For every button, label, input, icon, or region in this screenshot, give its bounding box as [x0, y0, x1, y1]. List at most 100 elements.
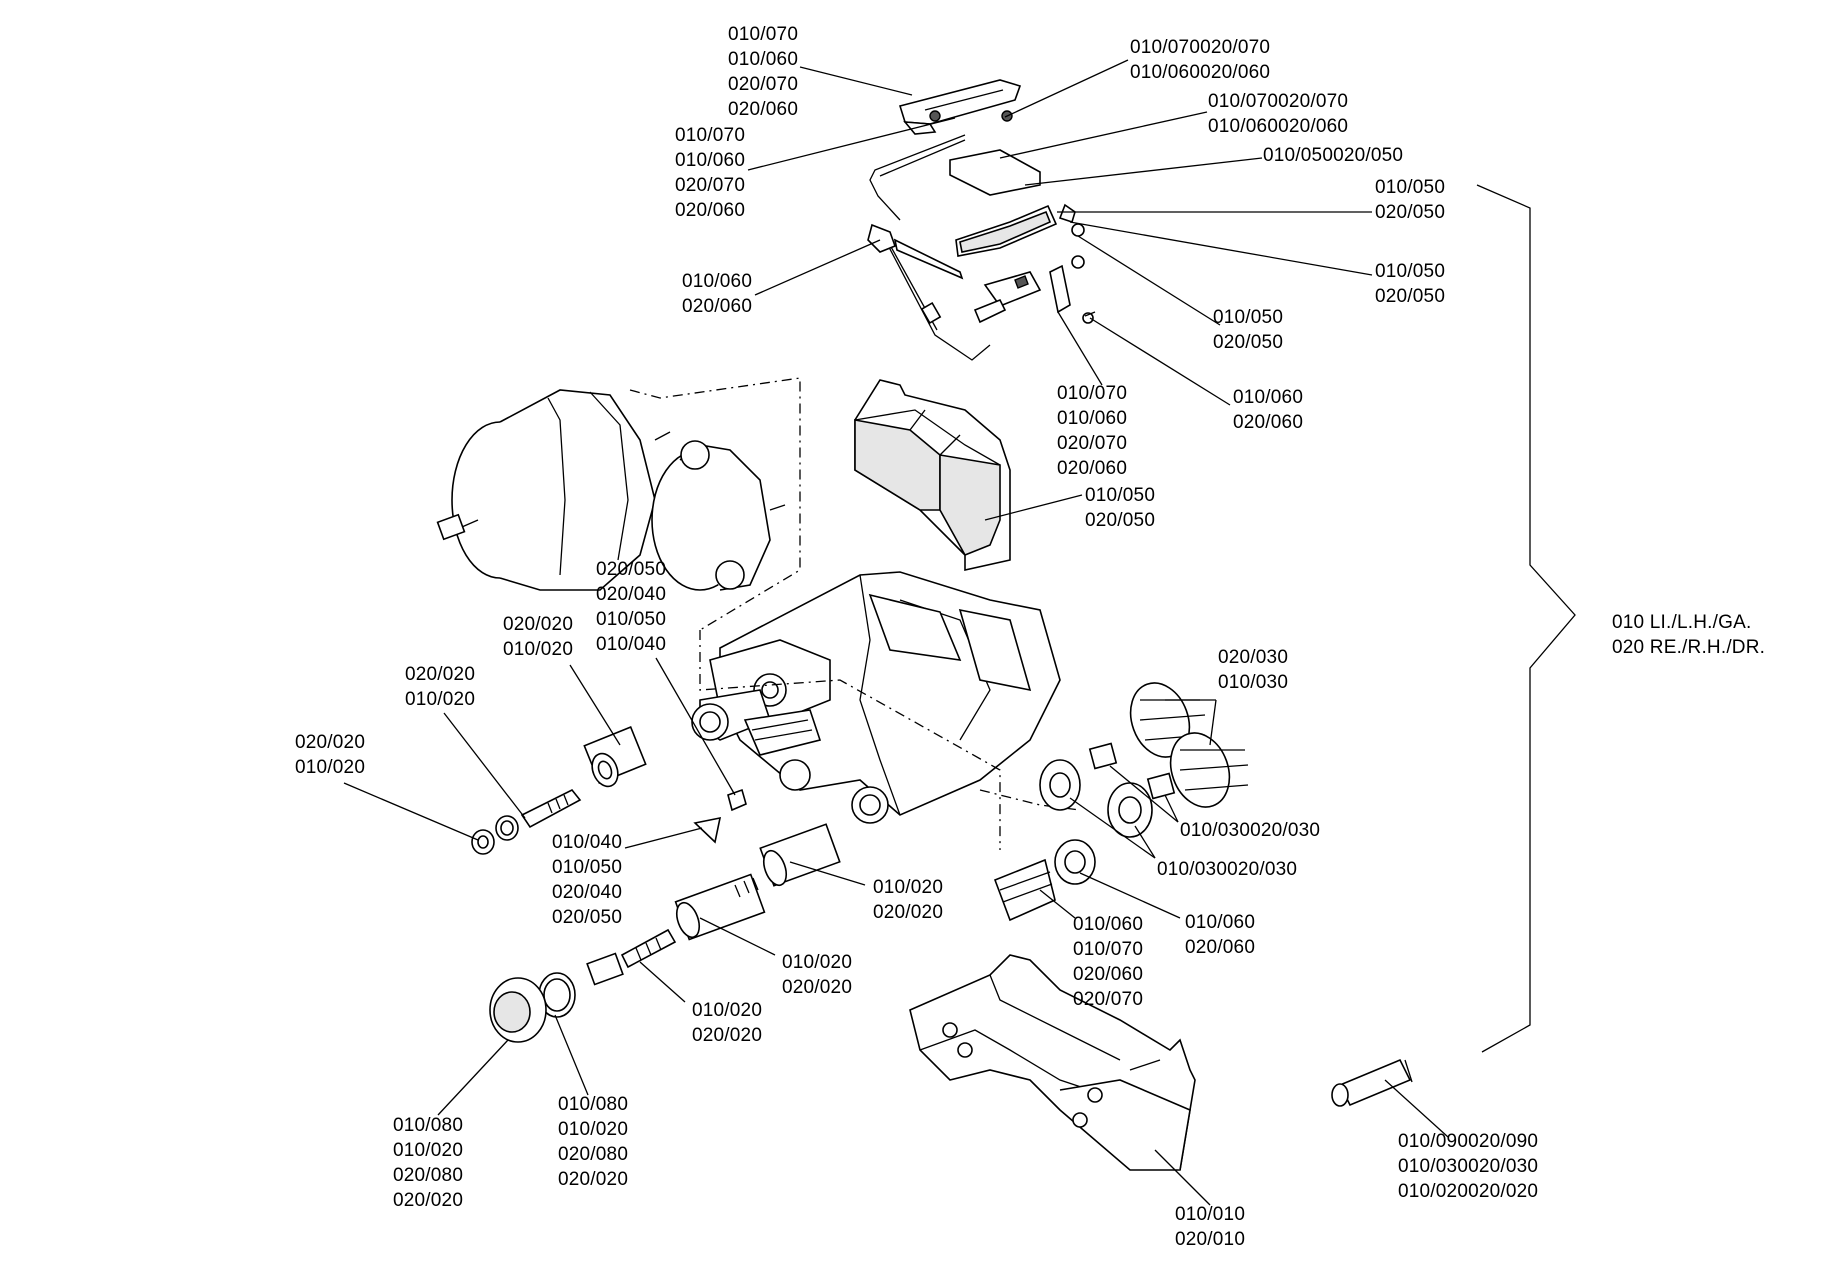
- callout-line: 010/020: [692, 1000, 763, 1021]
- brake-pads-drawing: [854, 379, 1011, 571]
- callout-line: 010/030: [1218, 672, 1289, 693]
- callout-sleeve-long: 010/020 020/020: [782, 950, 852, 1000]
- piston-boots-drawing: [993, 682, 1249, 922]
- callout-line: 010/060: [728, 49, 799, 70]
- callout-line: 020/010: [1175, 1229, 1246, 1250]
- callout-line: 010/090020/090: [1398, 1131, 1539, 1152]
- caliper-carrier-drawing: [909, 954, 1196, 1171]
- callout-line: 010/060020/060: [1130, 62, 1271, 83]
- callout-cap-lower: 010/080 010/020 020/080 020/020: [393, 1113, 463, 1213]
- callout-line: 010/050: [1375, 261, 1446, 282]
- pad-spring-drawing: [949, 149, 1058, 257]
- callout-line: 020/080: [558, 1144, 629, 1165]
- callout-line: 020/060: [1073, 964, 1144, 985]
- callout-line: 020/060: [682, 296, 753, 317]
- callout-cable: 010/070 010/060 020/070 020/060: [675, 123, 745, 223]
- callout-line: 020 RE./R.H./DR.: [1612, 637, 1766, 658]
- callout-line: 020/060: [1185, 937, 1256, 958]
- callout-washer: 010/050 020/050: [1213, 305, 1283, 355]
- grease-tube-drawing: [1331, 1058, 1413, 1107]
- callout-cap-upper: 020/020 010/020: [295, 730, 365, 780]
- callout-line: 020/020: [393, 1190, 464, 1211]
- callout-bolt-upper: 020/020 010/020: [405, 662, 475, 712]
- callout-side-legend: 010 LI./L.H./GA. 020 RE./R.H./DR.: [1612, 610, 1765, 660]
- brake-chamber-drawing: [436, 377, 801, 631]
- callout-line: 010/060: [1185, 912, 1256, 933]
- callout-line: 010 LI./L.H./GA.: [1612, 612, 1752, 633]
- callout-line: 010/050: [1085, 485, 1156, 506]
- callout-line: 010/060: [682, 271, 753, 292]
- callout-line: 010/050020/050: [1263, 145, 1404, 166]
- callout-screw: 010/060 020/060: [1233, 385, 1303, 435]
- guide-sleeve-lower-drawing: [489, 823, 841, 1043]
- callout-line: 020/020: [782, 977, 853, 998]
- callout-line: 010/070: [728, 24, 799, 45]
- callout-line: 010/080: [558, 1094, 629, 1115]
- callout-line: 010/030020/030: [1180, 820, 1321, 841]
- pad-retainer-clip-drawing: [898, 79, 1022, 135]
- callout-brake-pads: 010/050 020/050: [1085, 483, 1155, 533]
- callout-line: 020/020: [692, 1025, 763, 1046]
- callout-line: 020/050: [1085, 510, 1156, 531]
- callout-line: 010/060: [1057, 408, 1128, 429]
- callout-line: 020/030: [1218, 647, 1289, 668]
- callout-clip-bolt: 010/070020/070 010/060020/060: [1130, 35, 1270, 85]
- callout-connector: 010/070 010/060 020/070 020/060: [1057, 381, 1127, 481]
- callout-line: 020/020: [295, 732, 366, 753]
- callout-plug: 010/060 020/060: [682, 269, 752, 319]
- callout-line: 020/020: [558, 1169, 629, 1190]
- wear-sensor-cable-drawing: [869, 134, 991, 361]
- callout-line: 010/020: [405, 689, 476, 710]
- callout-pad-spring: 010/050020/050: [1263, 143, 1403, 168]
- callout-carrier: 010/010 020/010: [1175, 1202, 1245, 1252]
- callout-line: 020/050: [1375, 286, 1446, 307]
- callout-line: 020/020: [503, 614, 574, 635]
- callout-adjuster: 020/050 020/040 010/050 010/040: [596, 557, 666, 657]
- callout-line: 010/060: [1073, 914, 1144, 935]
- callout-line: 010/020: [295, 757, 366, 778]
- callout-line: 010/020020/020: [1398, 1181, 1539, 1202]
- callout-seal-lower: 010/060 020/060: [1185, 910, 1255, 960]
- callout-line: 010/060: [675, 150, 746, 171]
- callout-line: 020/060: [1057, 458, 1128, 479]
- callout-line: 010/050: [596, 609, 667, 630]
- callout-boots: 020/030 010/030: [1218, 645, 1288, 695]
- callout-line: 020/040: [596, 584, 667, 605]
- callout-sleeve-lower: 010/020 020/020: [873, 875, 943, 925]
- callout-line: 020/070: [1073, 989, 1144, 1010]
- callout-line: 010/060: [1233, 387, 1304, 408]
- callout-line: 020/020: [873, 902, 944, 923]
- callout-line: 020/070: [1057, 433, 1128, 454]
- callout-line: 020/050: [1375, 202, 1446, 223]
- caliper-housing-drawing: [691, 571, 1081, 850]
- callout-line: 020/070: [675, 175, 746, 196]
- callout-line: 010/070020/070: [1130, 37, 1271, 58]
- callout-line: 010/020: [393, 1140, 464, 1161]
- wear-sensor-plug-drawing: [867, 223, 964, 280]
- callout-sleeve-upper: 020/020 010/020: [503, 612, 573, 662]
- callout-bolt-lower: 010/020 020/020: [692, 998, 762, 1048]
- callout-line: 010/070: [675, 125, 746, 146]
- callout-line: 010/040: [552, 832, 623, 853]
- callout-line: 020/020: [405, 664, 476, 685]
- callout-line: 010/070: [1057, 383, 1128, 404]
- callout-line: 020/050: [596, 559, 667, 580]
- callout-line: 010/050: [1213, 307, 1284, 328]
- callout-line: 010/020: [782, 952, 853, 973]
- callout-line: 010/020: [558, 1119, 629, 1140]
- callout-line: 020/060: [1233, 412, 1304, 433]
- callout-line: 020/070: [728, 74, 799, 95]
- callout-seals: 010/030020/030: [1157, 857, 1297, 882]
- callout-line: 010/010: [1175, 1204, 1246, 1225]
- callout-cone-plug: 010/040 010/050 020/040 020/050: [552, 830, 622, 930]
- callout-boot-lower: 010/060 010/070 020/060 020/070: [1073, 912, 1143, 1012]
- callout-line: 020/050: [552, 907, 623, 928]
- callout-line: 010/030020/030: [1157, 859, 1298, 880]
- callout-spring-right: 010/050 020/050: [1375, 175, 1445, 225]
- callout-line: 010/030020/030: [1398, 1156, 1539, 1177]
- callout-line: 020/060: [728, 99, 799, 120]
- callout-line: 010/060020/060: [1208, 116, 1349, 137]
- callout-line: 020/060: [675, 200, 746, 221]
